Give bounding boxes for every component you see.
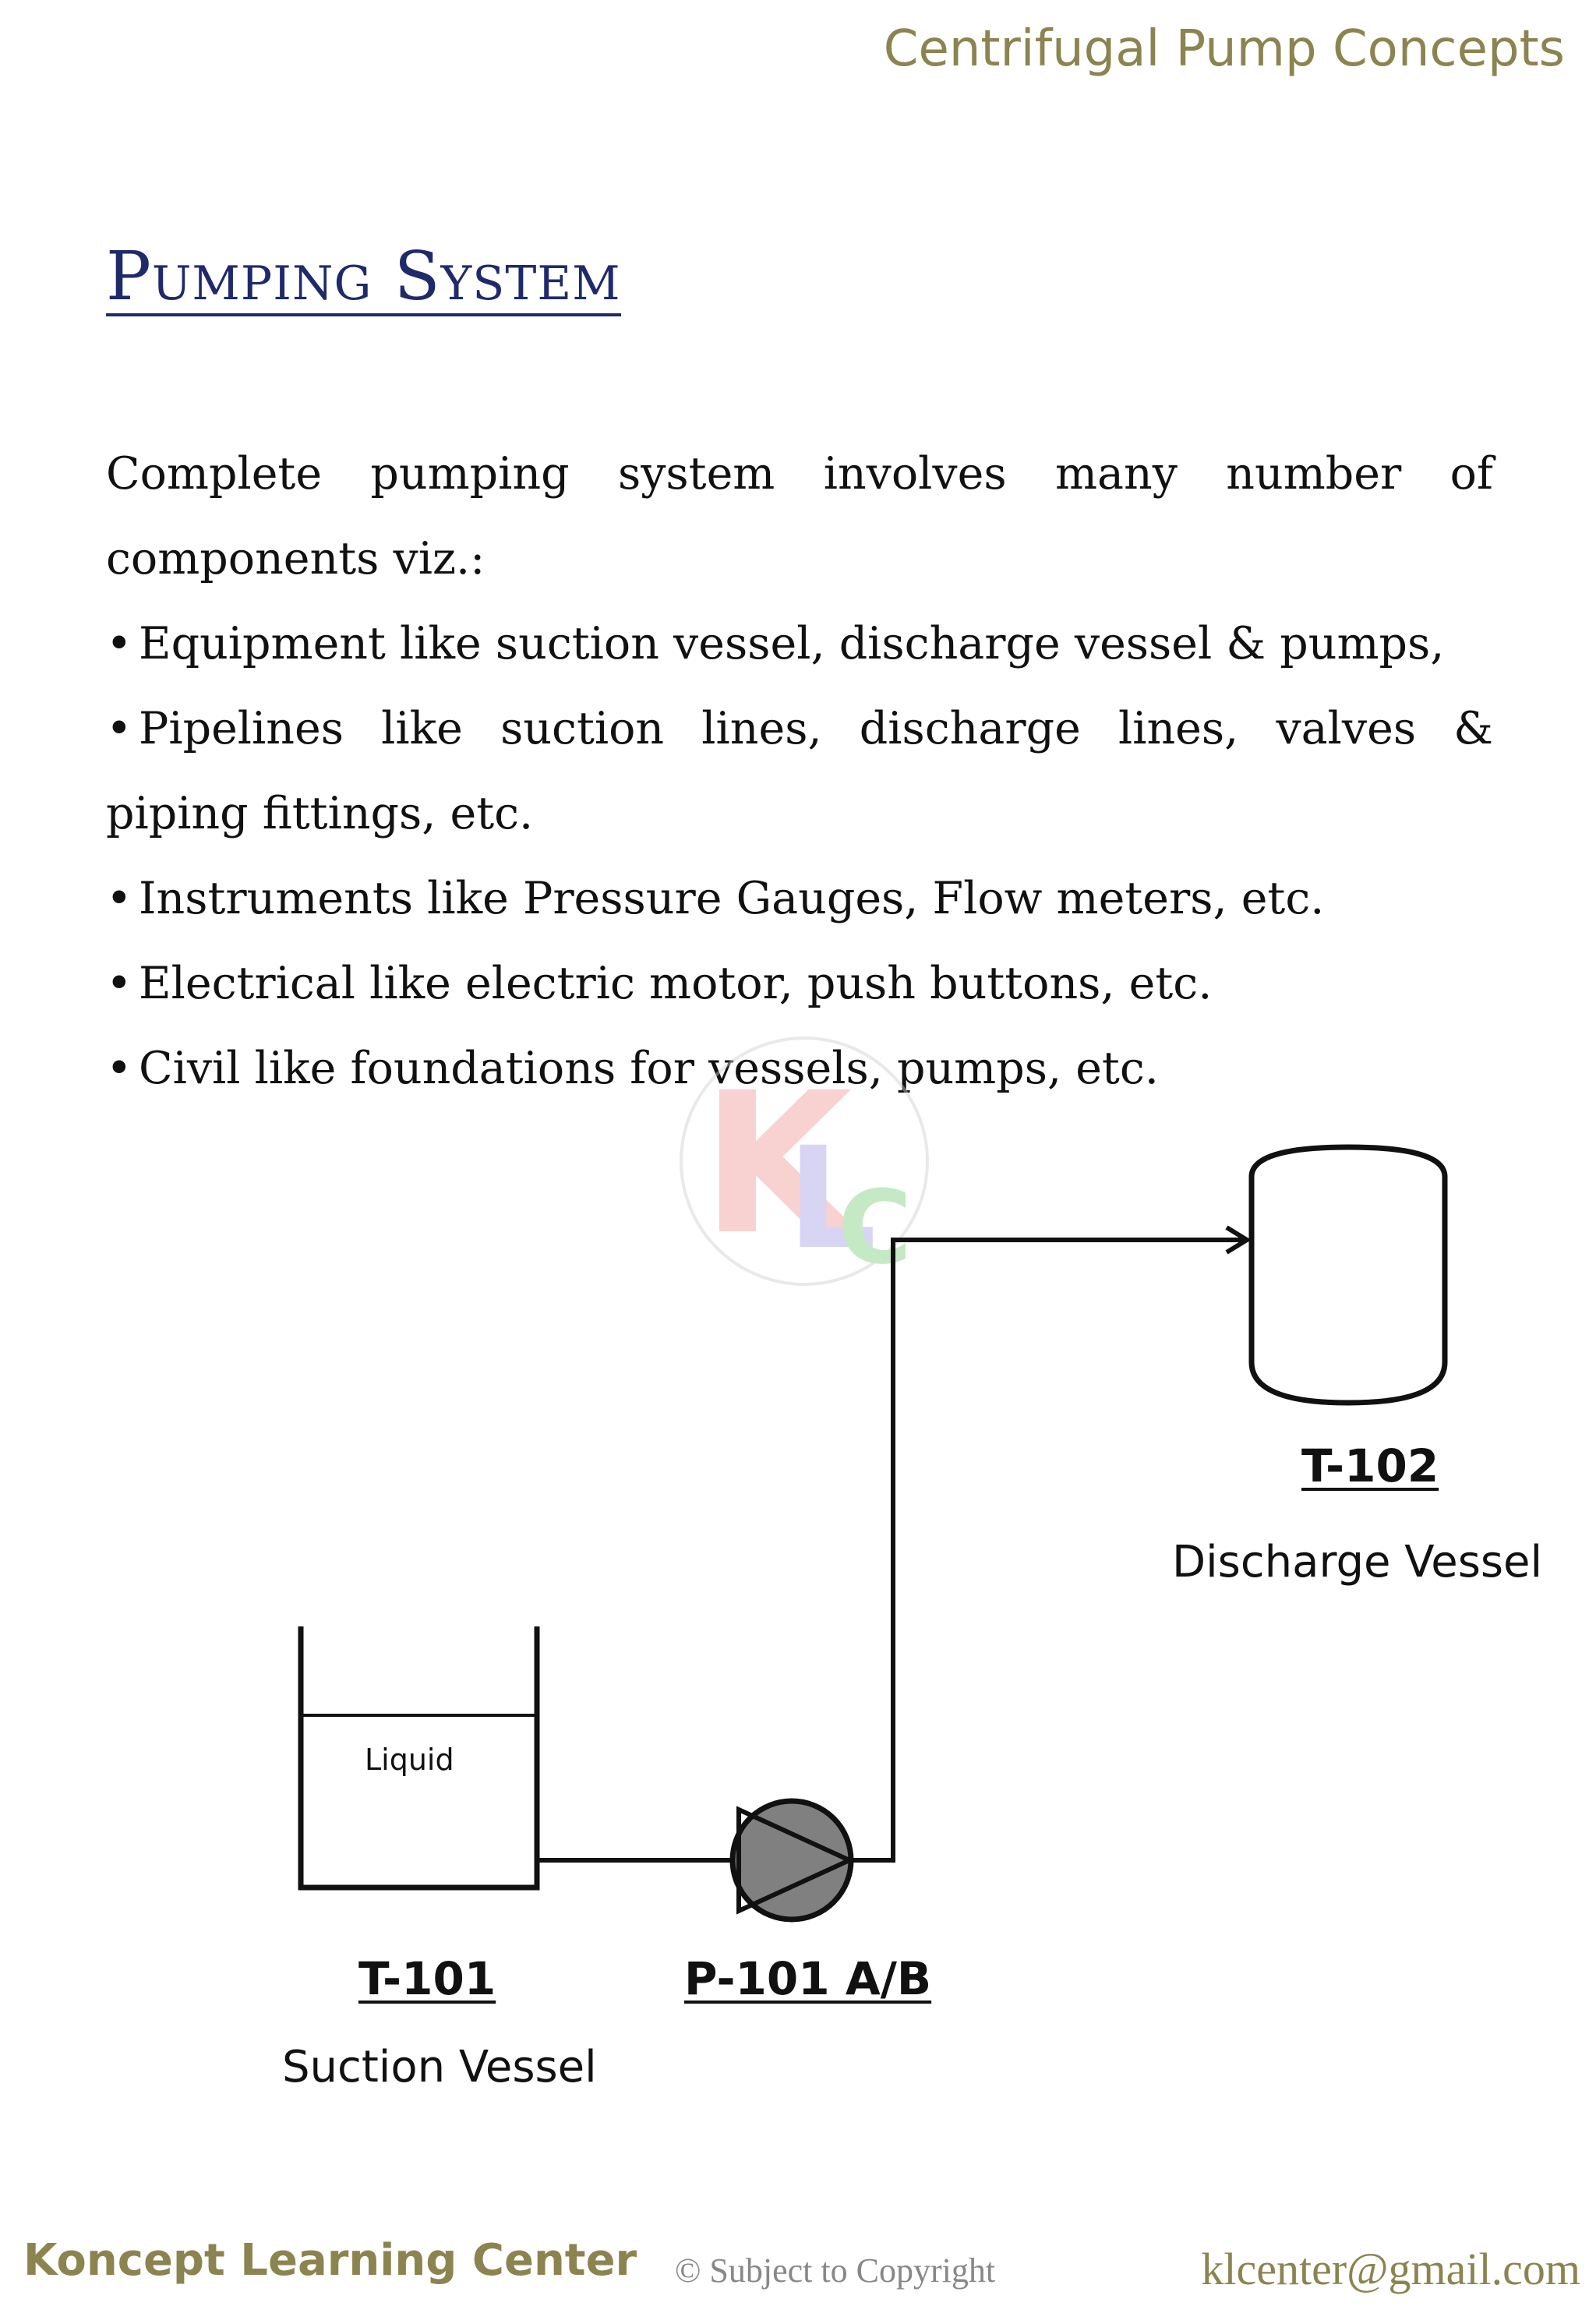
- svg-text:K: K: [701, 1051, 859, 1277]
- arrow-icon: [1225, 1225, 1252, 1255]
- bullet-icon: •: [106, 958, 132, 1009]
- footer-copyright: © Subject to Copyright: [675, 2251, 996, 2290]
- intro-text: Complete pumping system involves many nu…: [106, 448, 1493, 500]
- list-item: •Pipelines like suction lines, discharge…: [106, 687, 1493, 856]
- liquid-label: Liquid: [365, 1743, 454, 1777]
- bullet-icon: •: [106, 703, 132, 754]
- discharge-vessel: [1248, 1144, 1448, 1406]
- content-body: Complete pumping system involves many nu…: [106, 432, 1493, 1111]
- pump-icon: [729, 1798, 856, 1923]
- suction-vessel-caption: Suction Vessel: [282, 2042, 597, 2092]
- list-item: •Civil like foundations for vessels, pum…: [106, 1026, 1493, 1111]
- section-title: Pumping System: [106, 238, 621, 317]
- bullet-icon: •: [106, 618, 132, 669]
- klc-watermark: K L C: [680, 1036, 929, 1287]
- intro-line-2: components viz.:: [106, 533, 486, 584]
- pump-tag: P-101 A/B: [684, 1952, 932, 2005]
- list-item: •Instruments like Pressure Gauges, Flow …: [106, 856, 1493, 941]
- discharge-line: [851, 1238, 1247, 1863]
- list-item: •Equipment like suction vessel, discharg…: [106, 602, 1493, 687]
- intro-line-1: Complete pumping system involves many nu…: [106, 432, 1493, 517]
- discharge-vessel-caption: Discharge Vessel: [1172, 1537, 1543, 1587]
- footer-org: Koncept Learning Center: [23, 2235, 637, 2286]
- header-title: Centrifugal Pump Concepts: [883, 20, 1565, 78]
- suction-vessel: [298, 1626, 540, 1891]
- footer-email: klcenter@gmail.com: [1201, 2244, 1580, 2294]
- component-list: •Equipment like suction vessel, discharg…: [106, 602, 1493, 1111]
- svg-text:L: L: [787, 1118, 877, 1280]
- bullet-icon: •: [106, 873, 132, 924]
- suction-vessel-tag: T-101: [358, 1952, 496, 2005]
- bullet-icon: •: [106, 1043, 132, 1094]
- discharge-vessel-tag: T-102: [1301, 1439, 1439, 1492]
- svg-text:C: C: [838, 1168, 912, 1287]
- list-item: •Electrical like electric motor, push bu…: [106, 941, 1493, 1026]
